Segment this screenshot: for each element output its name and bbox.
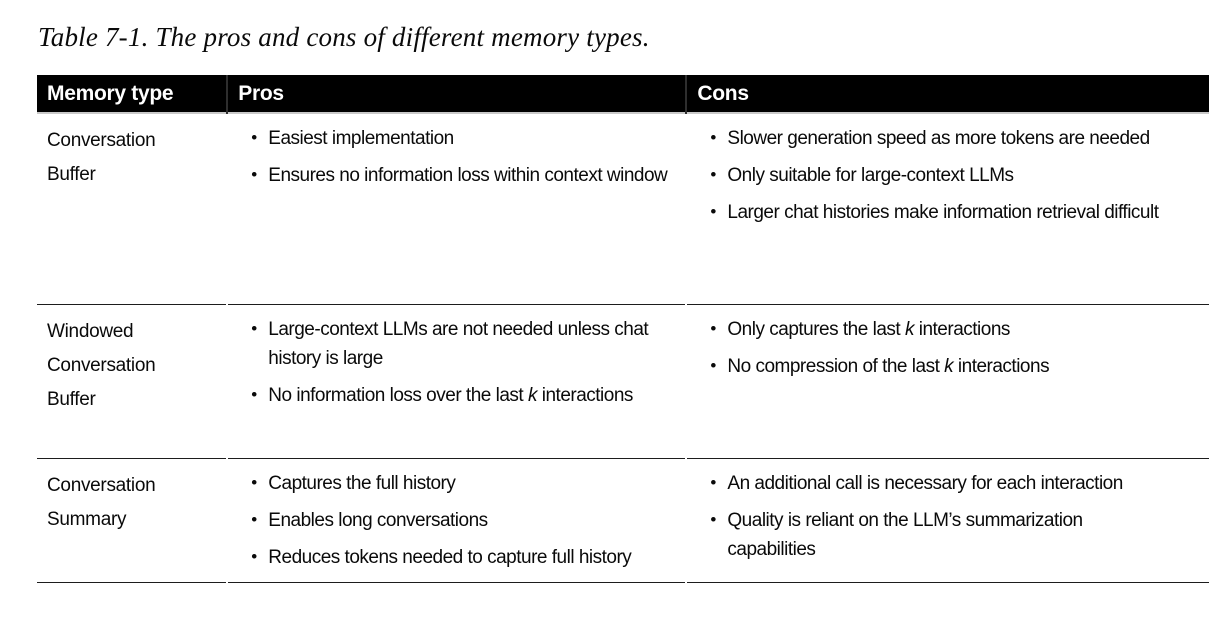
cons-cell: Only captures the last k interactions No … [687, 305, 1209, 459]
table-row: Windowed Conversation Buffer Large-contex… [37, 305, 1209, 459]
list-item: Slower generation speed as more tokens a… [707, 123, 1171, 153]
column-header-memory-type: Memory type [37, 75, 227, 114]
list-item: Only captures the last k interactions [707, 314, 1171, 344]
cons-cell: An additional call is necessary for each… [687, 459, 1209, 583]
memory-type-cell: Conversation Summary [37, 459, 227, 583]
table-row: Conversation BufferEasiest implementatio… [37, 114, 1209, 305]
list-item: Larger chat histories make information r… [707, 197, 1171, 227]
list-item: No compression of the last k interaction… [707, 351, 1171, 381]
pros-list: Captures the full historyEnables long co… [228, 468, 671, 572]
list-item: Only suitable for large-context LLMs [707, 160, 1171, 190]
table-caption: Table 7-1. The pros and cons of differen… [38, 22, 650, 52]
list-item: Large-context LLMs are not needed unless… [248, 314, 671, 373]
pros-list: Large-context LLMs are not needed unless… [228, 314, 671, 410]
column-header-cons: Cons [687, 75, 1209, 114]
pros-cell: Easiest implementationEnsures no informa… [228, 114, 686, 305]
pros-cell: Captures the full historyEnables long co… [228, 459, 686, 583]
list-item: Ensures no information loss within conte… [248, 160, 671, 190]
header-row: Memory type Pros Cons [37, 75, 1209, 114]
memory-types-table: Memory type Pros Cons Conversation Buffe… [35, 75, 1211, 583]
cons-list: An additional call is necessary for each… [687, 468, 1171, 564]
pros-list: Easiest implementationEnsures no informa… [228, 123, 671, 190]
pros-cell: Large-context LLMs are not needed unless… [228, 305, 686, 459]
list-item: Reduces tokens needed to capture full hi… [248, 542, 671, 572]
column-header-pros: Pros [228, 75, 686, 114]
list-item: Captures the full history [248, 468, 671, 498]
list-item: An additional call is necessary for each… [707, 468, 1171, 498]
memory-type-cell: Conversation Buffer [37, 114, 227, 305]
list-item: Enables long conversations [248, 505, 671, 535]
table-row: Conversation SummaryCaptures the full hi… [37, 459, 1209, 583]
cons-list: Only captures the last k interactions No … [687, 314, 1171, 381]
cons-list: Slower generation speed as more tokens a… [687, 123, 1171, 227]
table-header: Memory type Pros Cons [37, 75, 1209, 114]
list-item: Easiest implementation [248, 123, 671, 153]
cons-cell: Slower generation speed as more tokens a… [687, 114, 1209, 305]
memory-type-cell: Windowed Conversation Buffer [37, 305, 227, 459]
table-body: Conversation BufferEasiest implementatio… [37, 114, 1209, 583]
list-item: Quality is reliant on the LLM’s summariz… [707, 505, 1171, 564]
list-item: No information loss over the last k inte… [248, 380, 671, 410]
